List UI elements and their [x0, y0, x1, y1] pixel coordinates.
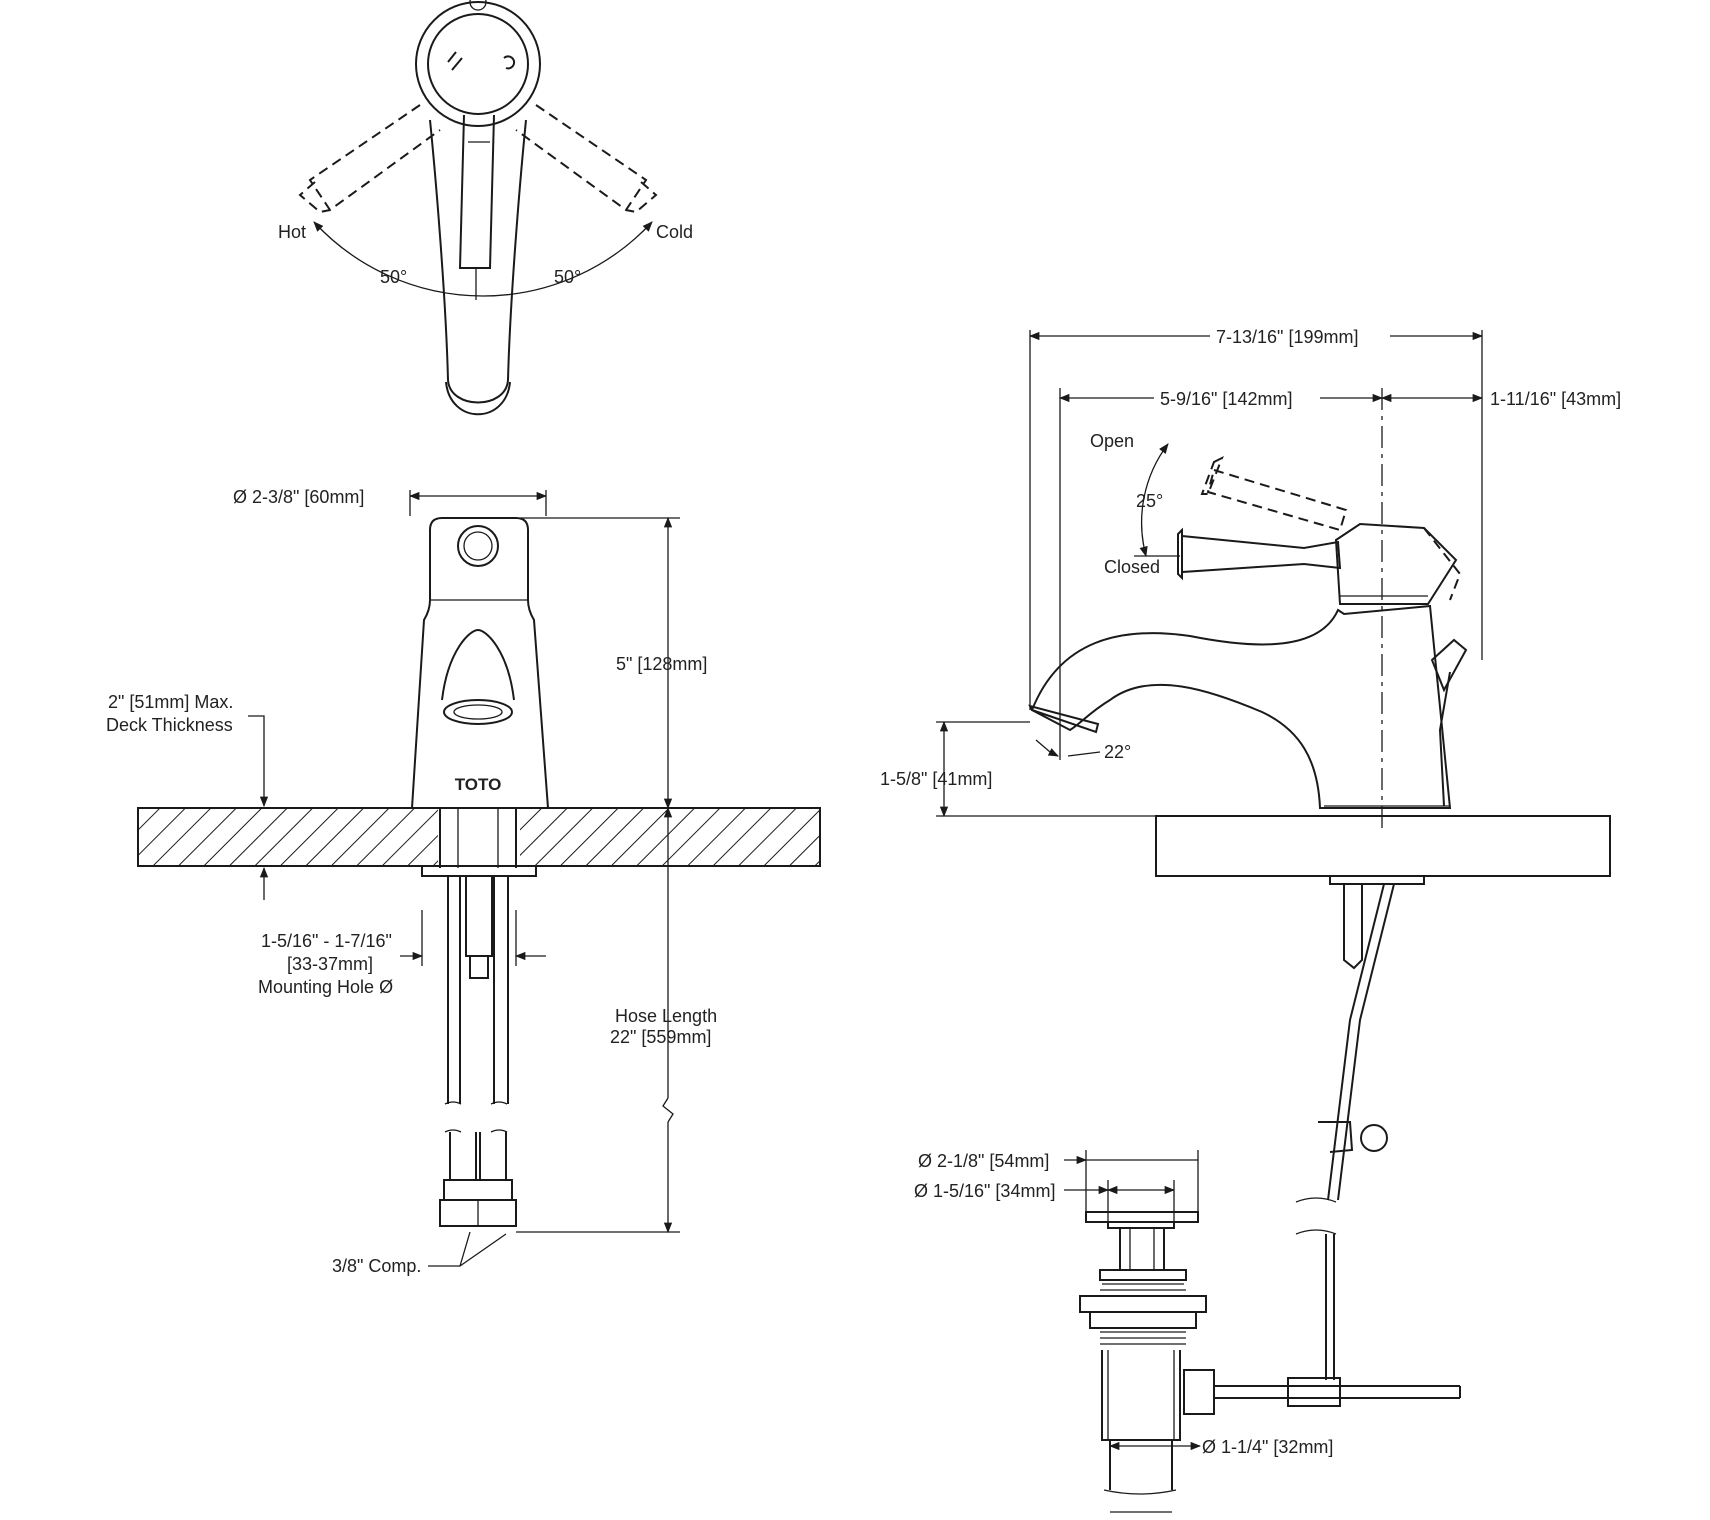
hose-length-line2: 22" [559mm]	[610, 1027, 711, 1047]
height-label: 5" [128mm]	[616, 654, 707, 674]
mounting-hole-line1: 1-5/16" - 1-7/16"	[261, 931, 392, 951]
hot-angle-label: 50°	[380, 267, 407, 287]
handle-closed	[1177, 527, 1342, 581]
spout-angle-label: 22°	[1104, 742, 1131, 762]
drain-outer-diameter-label: Ø 2-1/8" [54mm]	[918, 1151, 1049, 1171]
spout-height-label: 1-5/8" [41mm]	[880, 769, 992, 789]
side-waste-rod	[1295, 875, 1425, 1380]
mounting-hole-line3: Mounting Hole Ø	[258, 977, 393, 997]
drain-inner-diameter-label: Ø 1-5/16" [34mm]	[914, 1181, 1055, 1201]
brand-logo: TOTO	[455, 775, 502, 794]
front-view: TOTO Ø 2-3/	[106, 487, 821, 1276]
pop-up-drain: Ø 2-1/8" [54mm] Ø 1-5/16" [34mm] Ø 1-1/4…	[914, 1150, 1461, 1513]
hot-label: Hot	[278, 222, 306, 242]
supply-hoses	[439, 876, 517, 1227]
hose-length-line1: Hose Length	[615, 1006, 717, 1026]
deck-thickness-line2: Deck Thickness	[106, 715, 233, 735]
cold-label: Cold	[656, 222, 693, 242]
mounting-hole-line2: [33-37mm]	[287, 954, 373, 974]
spout-reach-label: 5-9/16" [142mm]	[1160, 389, 1292, 409]
handle-open	[1200, 455, 1462, 601]
deck-thickness-line1: 2" [51mm] Max.	[108, 692, 233, 712]
front-diameter-label: Ø 2-3/8" [60mm]	[233, 487, 364, 507]
drain-tail-diameter-label: Ø 1-1/4" [32mm]	[1202, 1437, 1333, 1457]
overall-width-label: 7-13/16" [199mm]	[1216, 327, 1358, 347]
mounting-hole-gap	[438, 806, 520, 868]
cold-angle-label: 50°	[554, 267, 581, 287]
faucet-top-body	[415, 0, 541, 416]
side-deck	[1155, 815, 1611, 877]
handle-angle-label: 25°	[1136, 491, 1163, 511]
compression-label: 3/8" Comp.	[332, 1256, 421, 1276]
drain-body	[1079, 1211, 1461, 1513]
closed-label: Closed	[1104, 557, 1160, 577]
side-view: 7-13/16" [199mm] 5-9/16" [142mm] 1-11/16…	[880, 327, 1621, 1380]
faucet-front-body: TOTO	[410, 517, 550, 809]
rear-offset-label: 1-11/16" [43mm]	[1490, 389, 1621, 409]
top-view: Hot Cold 50° 50°	[278, 0, 693, 416]
open-label: Open	[1090, 431, 1134, 451]
rotation-arc	[313, 221, 653, 297]
mounting-shank	[421, 808, 537, 979]
handle-hot-position	[298, 104, 441, 214]
faucet-side-body	[1028, 522, 1468, 809]
handle-cold-position	[515, 104, 658, 214]
